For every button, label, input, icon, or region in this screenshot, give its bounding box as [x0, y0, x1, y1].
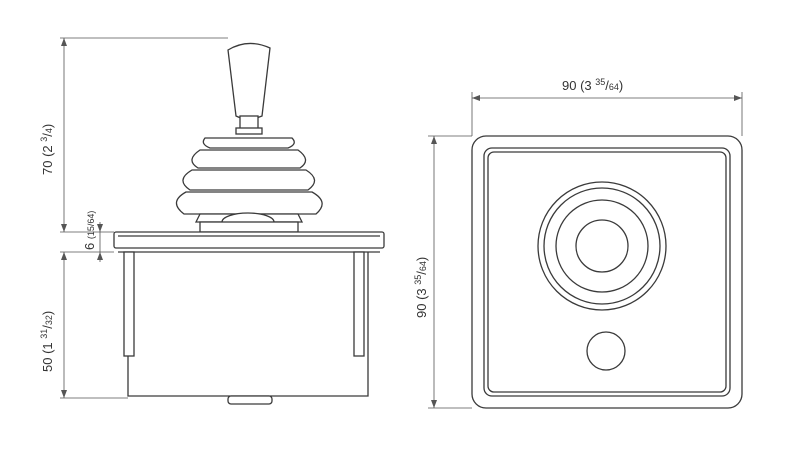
dim-label-70: 70 (2 3/4): [39, 124, 55, 175]
housing-body: [127, 252, 369, 397]
bellows-ring-outer: [537, 181, 667, 311]
inner-plate: [483, 147, 731, 397]
bottom-stub: [227, 395, 273, 405]
front-dimensions: [428, 92, 743, 409]
dim-label-50: 50 (1 31/32): [39, 311, 55, 372]
front-view: [471, 135, 743, 409]
side-dimensions: [60, 37, 228, 399]
bellows-ring-middle: [543, 187, 661, 305]
dim-label-width-90: 90 (3 35/64): [562, 77, 623, 93]
mounting-pin-left: [123, 251, 135, 357]
side-view: [113, 42, 385, 405]
joystick-knob: [227, 42, 271, 120]
dim-label-height-90: 90 (3 35/64): [413, 257, 429, 318]
joystick-knob-top: [575, 219, 629, 273]
bellows-ring-inner: [555, 199, 649, 293]
rubber-bellows: [175, 137, 323, 223]
top-flange: [113, 231, 385, 249]
mounting-pin-right: [353, 251, 365, 357]
dim-label-6: 6 (15/64): [82, 211, 97, 250]
push-button: [586, 331, 626, 371]
